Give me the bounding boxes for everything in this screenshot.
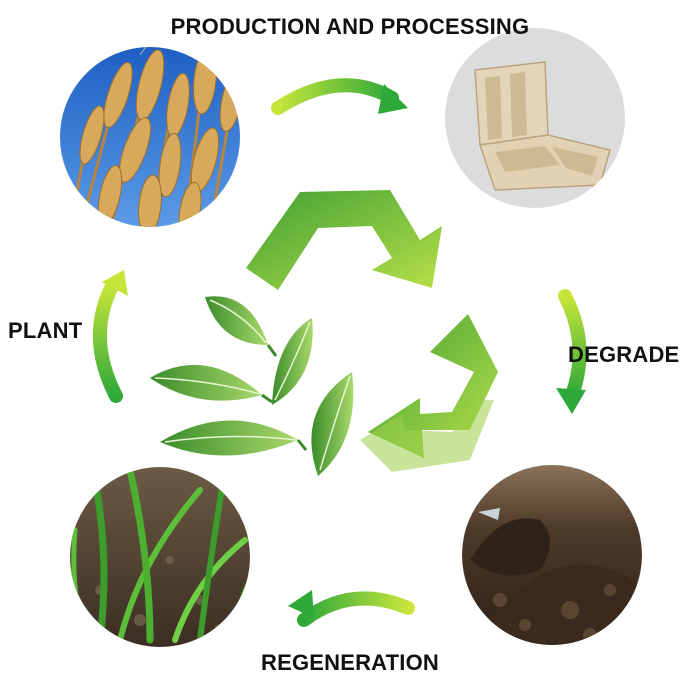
arrow-top bbox=[278, 84, 408, 114]
label-degrade: DEGRADE bbox=[568, 342, 679, 368]
recycle-arrows-icon bbox=[246, 190, 498, 472]
leaf bbox=[160, 420, 298, 455]
leaf bbox=[205, 296, 268, 345]
leaf bbox=[311, 372, 353, 476]
wheat-field-image bbox=[60, 15, 248, 239]
label-plant: PLANT bbox=[8, 318, 82, 344]
label-regeneration: REGENERATION bbox=[0, 650, 700, 676]
arrow-left bbox=[100, 270, 128, 396]
leaf bbox=[272, 318, 313, 405]
arrow-bottom bbox=[288, 590, 408, 620]
food-container-image bbox=[445, 28, 625, 208]
leaves-icon bbox=[150, 296, 353, 476]
soil-image bbox=[462, 465, 642, 645]
label-production-processing: PRODUCTION AND PROCESSING bbox=[0, 14, 700, 40]
sprout-image bbox=[70, 467, 250, 647]
leaf bbox=[150, 365, 262, 401]
